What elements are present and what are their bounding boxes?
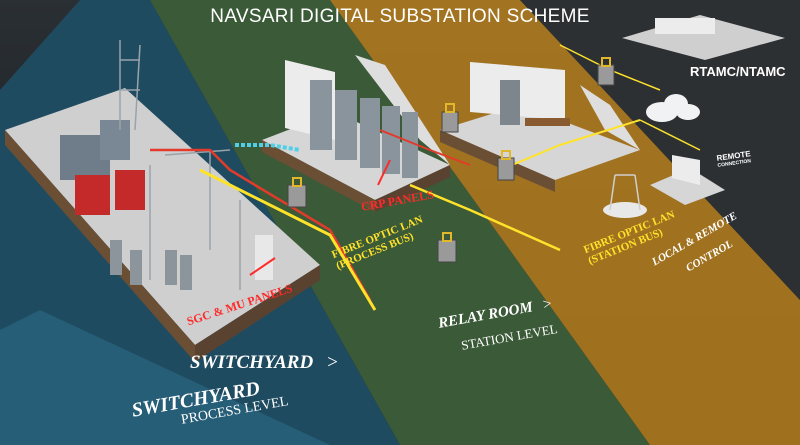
lock-icon [597,57,615,86]
crp-arrow [377,159,391,186]
lock-icon [287,177,307,208]
lock-icon [437,232,457,263]
sgc-arrow [249,257,276,276]
lock-icon [497,150,515,181]
fibre-links [150,44,701,311]
lock-icon [441,103,459,133]
gantry-towers [119,40,241,290]
chevron-right-icon: > [325,352,339,373]
remote-room [650,168,725,205]
breakers [110,240,192,290]
relay-room-band [150,0,650,445]
cloud-icon [646,94,700,122]
crp-panels [310,80,418,178]
station-band-light [520,0,800,300]
transformer-group [60,120,145,215]
diagram-title: NAVSARI DIGITAL SUBSTATION SCHEME [210,6,590,27]
antenna-icon [603,174,647,218]
control-room-floor [440,105,640,180]
switchyard-band-edge [0,310,330,445]
sgc-mu-panel [255,235,273,280]
switchyard-label: SWITCHYARD [190,352,314,373]
zone-switchyard: SWITCHYARD > [190,352,339,374]
rtamc-label: RTAMC/NTAMC [690,64,786,79]
